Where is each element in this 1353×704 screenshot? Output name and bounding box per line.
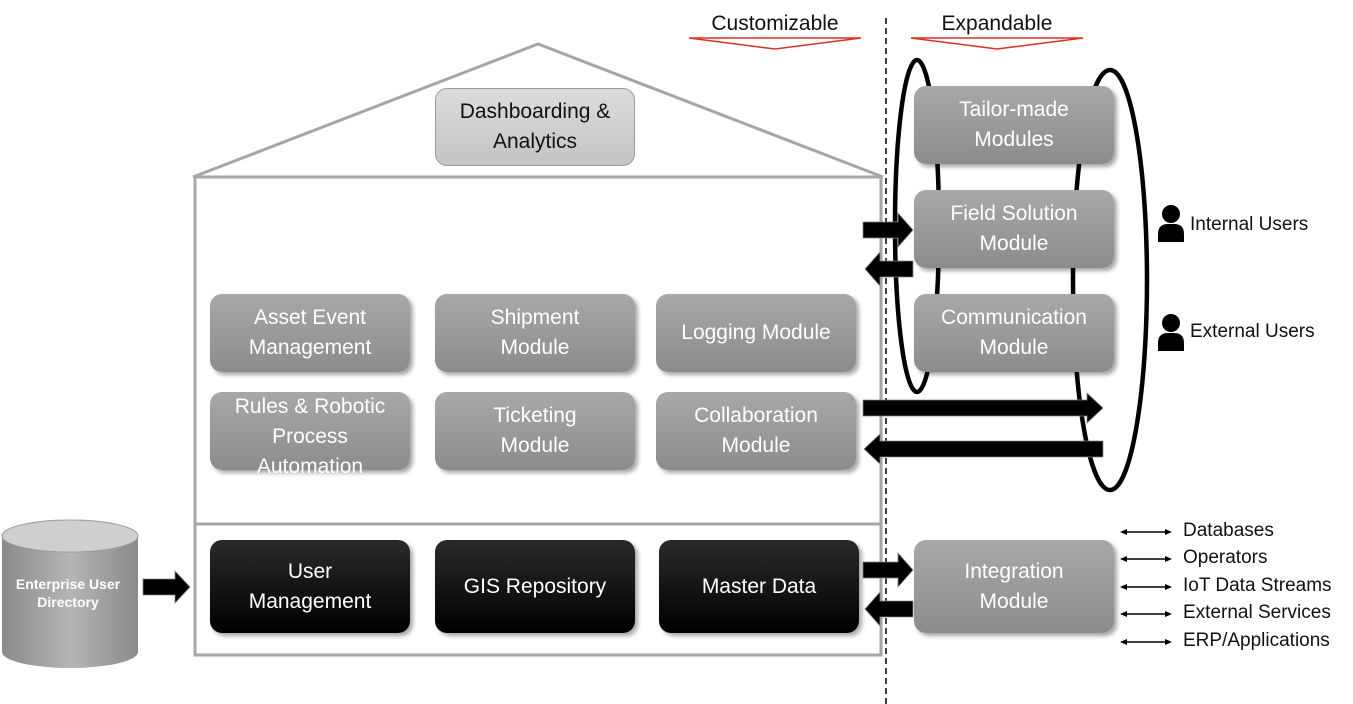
- external-user-icon: [1158, 314, 1184, 351]
- operators-link-arrow: [1120, 556, 1172, 562]
- dashboarding-analytics-module[interactable]: Dashboarding & Analytics: [435, 88, 635, 166]
- integration-target-external-services: External Services: [1183, 602, 1331, 623]
- field-solution-module[interactable]: Field Solution Module: [914, 190, 1114, 268]
- databases-link-arrow: [1120, 529, 1172, 535]
- expandable-header: Expandable: [941, 12, 1053, 35]
- arrow-from-field-solution: [864, 250, 914, 288]
- internal-users-label: Internal Users: [1190, 214, 1309, 235]
- arrow-collaboration-in: [863, 433, 1104, 465]
- expandable-chevron: [910, 37, 1084, 50]
- integration-target-operators: Operators: [1183, 547, 1268, 568]
- iot-link-arrow: [1120, 584, 1172, 590]
- master-data-module[interactable]: Master Data: [659, 540, 859, 633]
- arrow-to-field-solution: [862, 211, 914, 249]
- gis-repository-module[interactable]: GIS Repository: [435, 540, 635, 633]
- tailor-made-modules[interactable]: Tailor-made Modules: [914, 86, 1114, 164]
- asset-event-management-module[interactable]: Asset Event Management: [210, 294, 410, 372]
- logging-module[interactable]: Logging Module: [656, 294, 856, 372]
- customizable-chevron: [688, 37, 862, 50]
- erp-link-arrow: [1120, 639, 1172, 645]
- shipment-module[interactable]: Shipment Module: [435, 294, 635, 372]
- arrow-from-integration: [864, 590, 914, 628]
- ticketing-module[interactable]: Ticketing Module: [435, 392, 635, 470]
- external-services-link-arrow: [1120, 611, 1172, 617]
- user-management-module[interactable]: User Management: [210, 540, 410, 633]
- integration-target-databases: Databases: [1183, 520, 1274, 541]
- arrow-directory-to-user-mgmt: [142, 569, 191, 605]
- integration-target-iot: IoT Data Streams: [1183, 575, 1332, 596]
- rules-rpa-module[interactable]: Rules & Robotic Process Automation: [210, 392, 410, 478]
- communication-module[interactable]: Communication Module: [914, 294, 1114, 372]
- external-users-label: External Users: [1190, 321, 1315, 342]
- expandable-ellipse-right: [1070, 67, 1150, 493]
- integration-target-erp: ERP/Applications: [1183, 630, 1330, 651]
- customizable-header: Customizable: [711, 12, 839, 35]
- internal-user-icon: [1158, 205, 1184, 242]
- arrow-collaboration-out: [862, 392, 1104, 424]
- enterprise-user-directory-label: Enterprise User Directory: [15, 576, 121, 610]
- arrow-to-integration: [862, 551, 914, 589]
- house-roof: [192, 42, 884, 179]
- collaboration-module[interactable]: Collaboration Module: [656, 392, 856, 470]
- integration-module[interactable]: Integration Module: [914, 540, 1114, 633]
- enterprise-directory-cylinder: [1, 519, 139, 668]
